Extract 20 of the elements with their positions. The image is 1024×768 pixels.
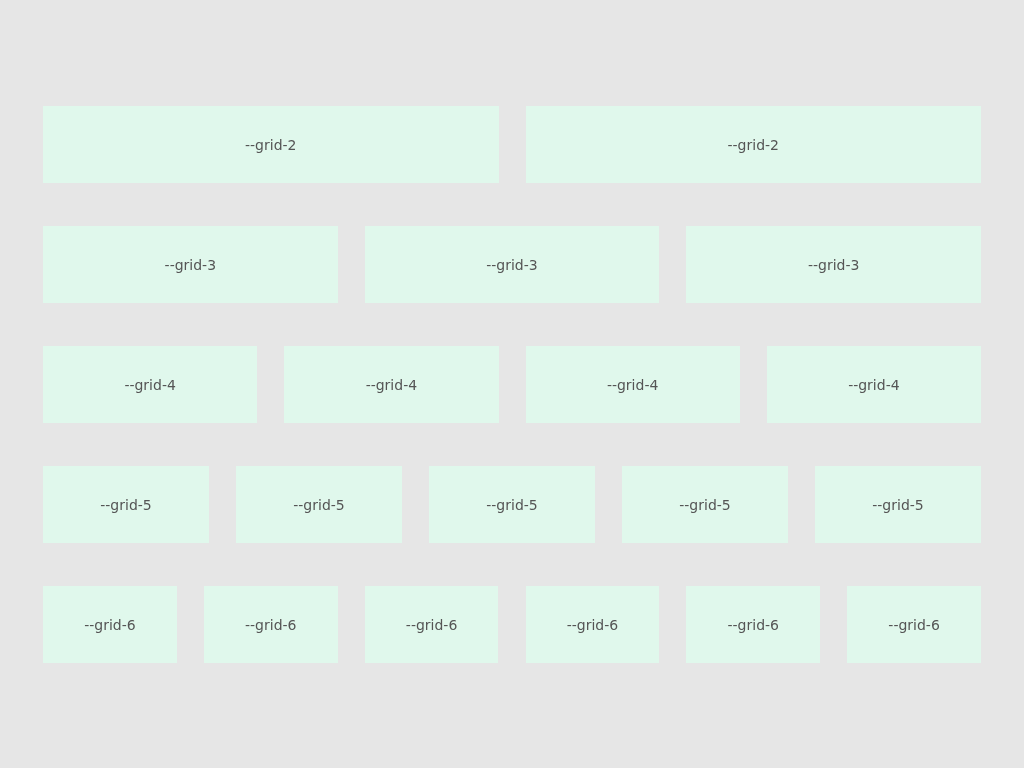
box-label: --grid-6 bbox=[84, 616, 136, 633]
box-label: --grid-3 bbox=[164, 256, 217, 273]
box-label: --grid-2 bbox=[727, 136, 779, 153]
box-label: --grid-6 bbox=[245, 616, 297, 633]
box-label: --grid-4 bbox=[848, 376, 900, 393]
box-label: --grid-5 bbox=[486, 496, 538, 513]
box-label: --grid-5 bbox=[872, 496, 924, 513]
box-label: --grid-6 bbox=[727, 616, 779, 633]
box-label: --grid-6 bbox=[566, 616, 619, 633]
box-label: --grid-4 bbox=[365, 376, 418, 393]
box-label: --grid-6 bbox=[405, 616, 458, 633]
box-label: --grid-2 bbox=[245, 136, 297, 153]
box-label: --grid-3 bbox=[486, 256, 538, 273]
box-label: --grid-5 bbox=[293, 496, 345, 513]
box-label: --grid-3 bbox=[807, 256, 860, 273]
box-label: --grid-6 bbox=[888, 616, 940, 633]
box-label: --grid-5 bbox=[679, 496, 731, 513]
box-label: --grid-4 bbox=[124, 376, 176, 393]
box-label: --grid-5 bbox=[100, 496, 152, 513]
box-label: --grid-4 bbox=[606, 376, 659, 393]
